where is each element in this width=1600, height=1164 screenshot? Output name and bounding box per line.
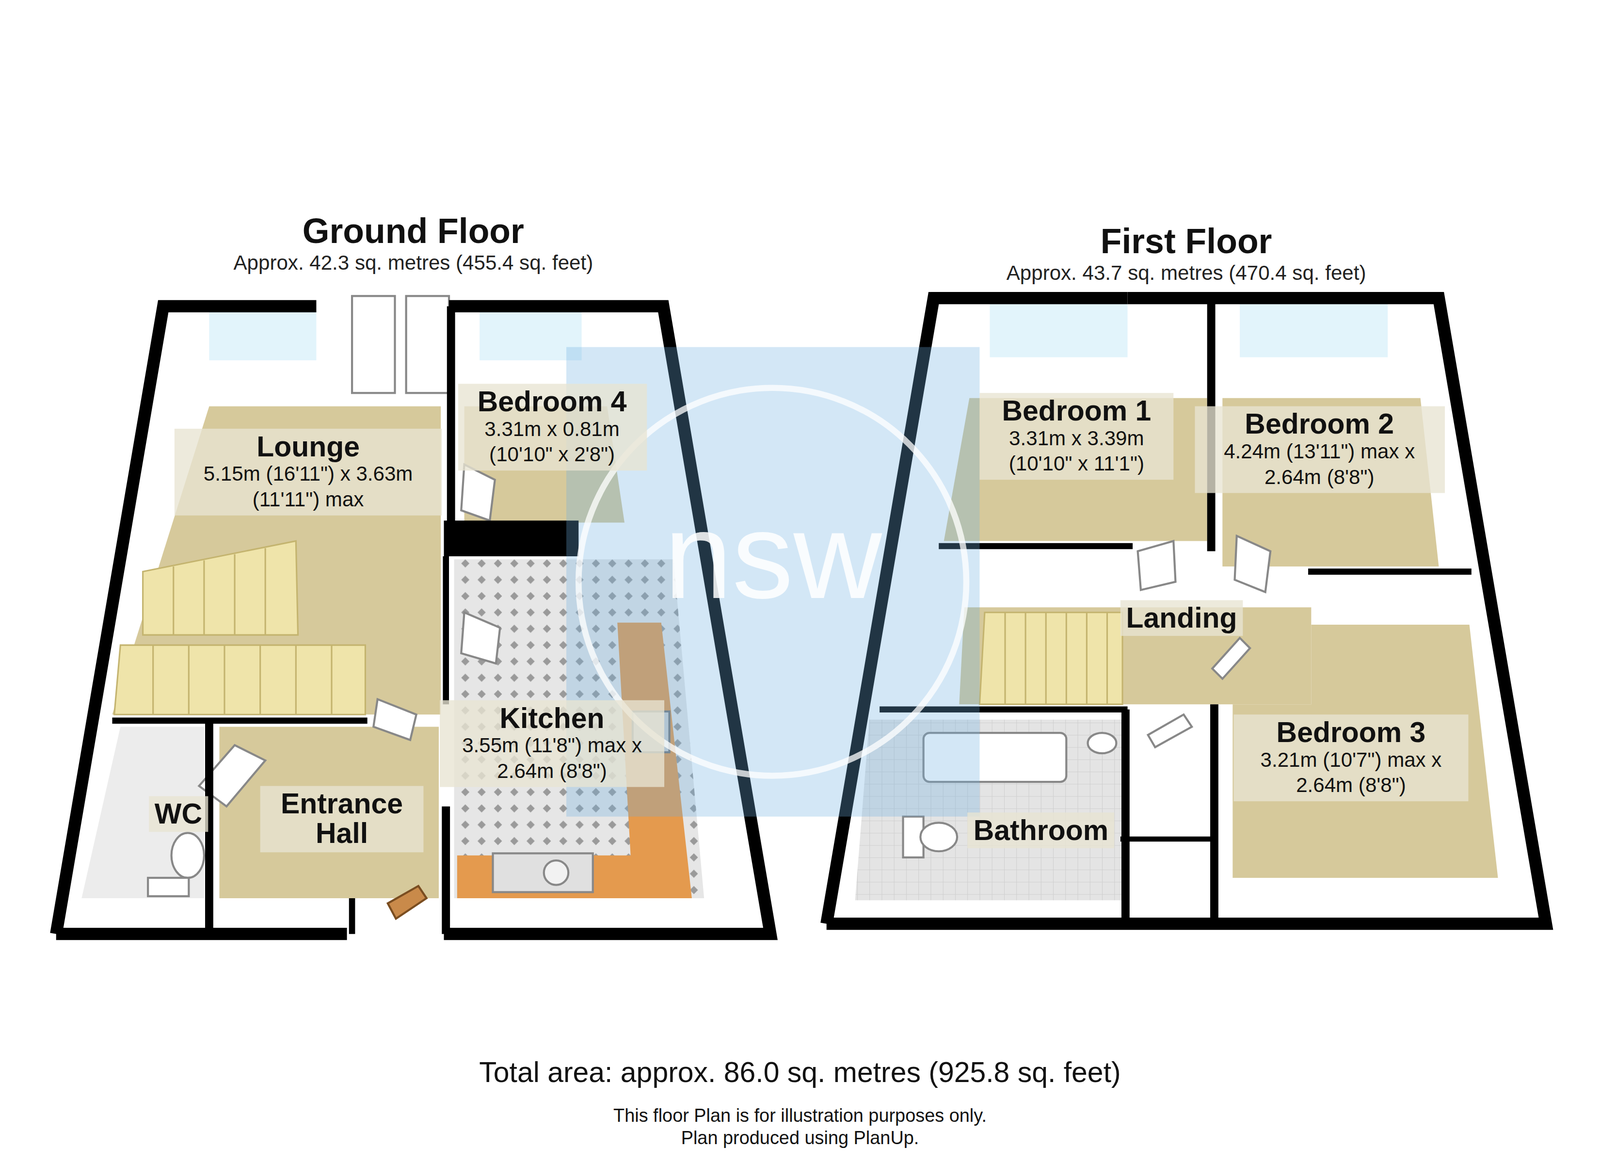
room-name: Landing [1125,603,1237,634]
doors-part [1212,637,1250,679]
watermark-text: nsw [566,487,980,623]
room-dimensions: 3.31m x 0.81m (10'10" x 2'8") [464,416,641,468]
ground-floor-plan-part [544,860,569,885]
floor-area: Approx. 42.3 sq. metres (455.4 sq. feet) [50,250,776,276]
room-label: WC [148,796,208,832]
doors-part [461,612,500,664]
room-name: Lounge [180,431,436,462]
room-label: Entrance Hall [260,785,424,852]
room-label: Lounge5.15m (16'11") x 3.63m (11'11") ma… [174,428,442,516]
walls-part [1210,704,1219,924]
staircase [979,612,1123,704]
ground-floor-plan-part [81,726,205,898]
doors-part [461,464,495,521]
walls-part [1121,709,1130,924]
doors-part [373,699,416,740]
walls-part [1308,568,1472,575]
room-name: WC [154,799,203,830]
doors-part [352,295,395,393]
staircase-part [979,612,1123,704]
caption-total-area: Total area: approx. 86.0 sq. metres (925… [0,1056,1600,1089]
room-name: Bathroom [973,815,1109,846]
doors-part [387,885,427,919]
floor-heading: Ground Floor [50,212,776,251]
walls-part [349,897,356,934]
ground-floor-plan-part [443,520,579,557]
first-floor-plan-part [1232,624,1498,878]
room-dimensions: 3.55m (11'8") max x 2.64m (8'8") [446,733,659,784]
room-dimensions: 3.21m (10'7") max x 2.64m (8'8") [1239,747,1463,799]
disclaimer-note: Plan produced using PlanUp. [0,1128,1600,1150]
staircase-part [143,540,299,635]
ground-floor-plan-part [219,726,439,898]
room-name: Bedroom 1 [985,396,1168,427]
room-label: Bedroom 43.31m x 0.81m (10'10" x 2'8") [457,383,647,471]
first-floor-plan-part [1239,304,1388,357]
doors-part [1137,540,1176,590]
room-label: Bedroom 24.24m (13'11") max x 2.64m (8'8… [1194,406,1445,494]
walls-part [112,717,368,724]
doors-part [406,295,449,393]
room-label: Kitchen3.55m (11'8") max x 2.64m (8'8") [439,700,665,788]
ground-floor-plan-part [147,877,189,896]
first-floor-plan-part [920,822,958,851]
first-floor-plan-part [1087,732,1117,753]
walls-part [1120,836,1215,842]
floor-area: Approx. 43.7 sq. metres (470.4 sq. feet) [821,260,1552,287]
room-dimensions: 3.31m x 3.39m (10'10" x 11'1") [985,425,1168,477]
room-name: Kitchen [446,703,659,734]
room-dimensions: 4.24m (13'11") max x 2.64m (8'8") [1200,439,1439,491]
doors-part [1234,535,1271,592]
room-dimensions: 5.15m (16'11") x 3.63m (11'11") max [180,461,436,513]
room-label: Bedroom 13.31m x 3.39m (10'10" x 11'1") [979,392,1174,480]
staircase [114,540,366,715]
ground-floor-plan-part [171,832,205,878]
staircase-part [114,644,366,715]
room-label: Bedroom 33.21m (10'7") max x 2.64m (8'8"… [1233,714,1469,802]
walls-part [442,556,449,704]
first-floor-plan-part [989,304,1128,357]
room-name: Bedroom 2 [1200,409,1439,440]
doors [198,295,500,919]
room-label: Bathroom [967,812,1115,848]
ground-floor-plan-part [208,311,317,361]
walls-part [447,305,456,531]
room-label: Landing [1120,600,1244,637]
floor-heading: First Floor [821,222,1552,261]
staircase-part [1005,612,1107,704]
walls-part [56,927,348,940]
doors-part [1148,714,1192,747]
disclaimer-note: This floor Plan is for illustration purp… [0,1105,1600,1127]
room-name: Entrance Hall [266,788,417,849]
staircase-part [153,547,332,715]
walls-part [441,806,450,934]
ground-floor-plan-part [493,852,593,892]
room-name: Bedroom 3 [1239,717,1463,748]
first-floor-panel: First FloorApprox. 43.7 sq. metres (470.… [821,222,1552,932]
room-name: Bedroom 4 [464,386,641,417]
